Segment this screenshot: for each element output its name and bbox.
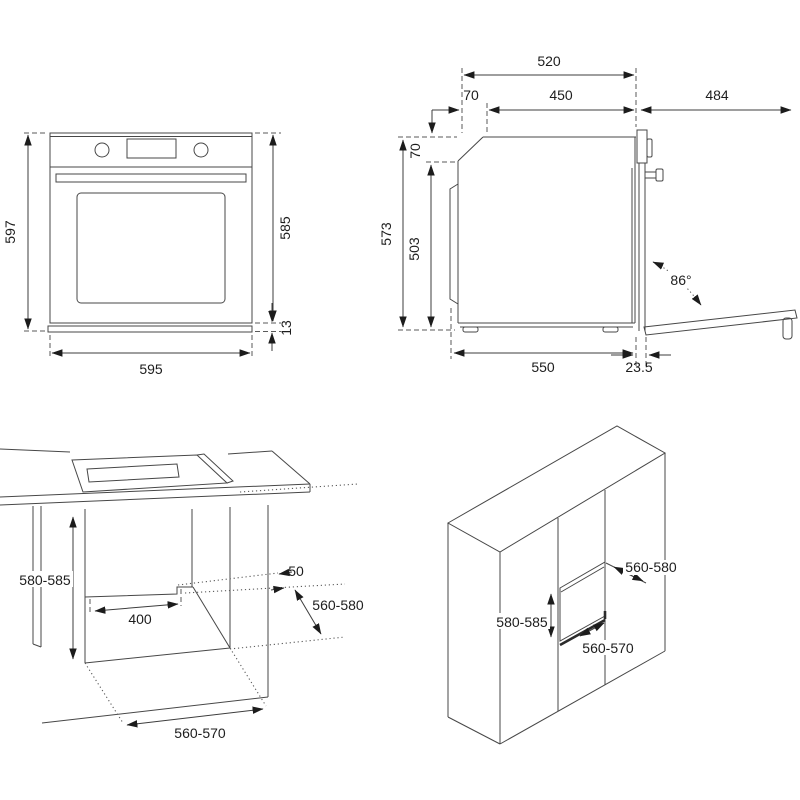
dim-label-base-recess-depth: 50 xyxy=(288,563,304,579)
worktop-outline xyxy=(0,448,359,506)
tall-cabinet-dimensions: 560-580 580-585 560-570 xyxy=(494,559,680,656)
dim-label-side-top-step-height: 70 xyxy=(407,143,423,159)
tall-cabinet-niche xyxy=(559,561,607,647)
base-cabinet-niche-view: 580-585 400 50 560-580 560-570 xyxy=(0,448,364,741)
rear-panel-bulge xyxy=(449,183,459,305)
dim-label-tall-niche-width: 560-570 xyxy=(582,640,634,656)
dim-label-front-bottom-trim: 13 xyxy=(278,320,294,336)
oven-front-view: 597 585 13 595 xyxy=(2,132,294,377)
service-recess-step xyxy=(84,586,193,598)
dim-label-base-niche-depth: 560-580 xyxy=(312,597,364,613)
dim-label-side-depth-body: 550 xyxy=(531,359,555,375)
oven-front-outline xyxy=(47,132,253,333)
display-window xyxy=(126,138,177,159)
base-cabinet-dimensions: 580-585 400 50 560-580 560-570 xyxy=(17,516,364,741)
door-handle xyxy=(55,173,247,183)
dim-label-base-niche-width: 560-570 xyxy=(174,725,226,741)
hob-cutout-slot xyxy=(86,463,180,483)
open-door-handle xyxy=(782,317,793,340)
dim-label-base-recess-width: 400 xyxy=(128,611,152,627)
dim-label-side-height-casing: 503 xyxy=(406,237,422,261)
oven-side-outline xyxy=(449,129,798,340)
dim-label-side-depth-top: 520 xyxy=(537,53,561,69)
dim-label-front-height-total: 597 xyxy=(2,220,18,244)
right-knob xyxy=(193,142,209,158)
bottom-trim xyxy=(47,325,253,333)
oven-side-view: 520 450 70 70 484 573 503 86° 55 xyxy=(378,53,798,375)
door-glass xyxy=(76,192,226,304)
side-view-dimensions: 520 450 70 70 484 573 503 86° 55 xyxy=(378,53,792,375)
dim-label-side-door-open-angle: 86° xyxy=(670,272,691,288)
tall-cabinet-outline xyxy=(446,425,666,745)
dim-label-front-height-door: 585 xyxy=(277,216,293,240)
dim-label-tall-niche-height: 580-585 xyxy=(496,614,548,630)
dim-label-side-door-open-projection: 484 xyxy=(705,87,729,103)
dim-label-front-width: 595 xyxy=(139,361,163,377)
handle-profile xyxy=(644,171,657,179)
dim-label-side-door-thickness: 23.5 xyxy=(625,359,652,375)
dim-label-side-height-total: 573 xyxy=(378,222,394,246)
dim-label-side-depth-casing-top: 450 xyxy=(549,87,573,103)
open-door-profile xyxy=(643,309,798,336)
dim-label-base-niche-height: 580-585 xyxy=(19,572,71,588)
front-view-dimensions: 597 585 13 595 xyxy=(2,132,294,377)
hob-cutout xyxy=(71,454,229,493)
front-foot xyxy=(602,326,619,333)
dim-label-tall-niche-depth: 560-580 xyxy=(625,559,677,575)
tall-cabinet-niche-view: 560-580 580-585 560-570 xyxy=(446,425,680,745)
rear-foot xyxy=(462,326,479,333)
left-knob xyxy=(94,142,110,158)
dim-label-side-top-setback: 70 xyxy=(463,87,479,103)
control-panel-profile xyxy=(636,129,648,164)
